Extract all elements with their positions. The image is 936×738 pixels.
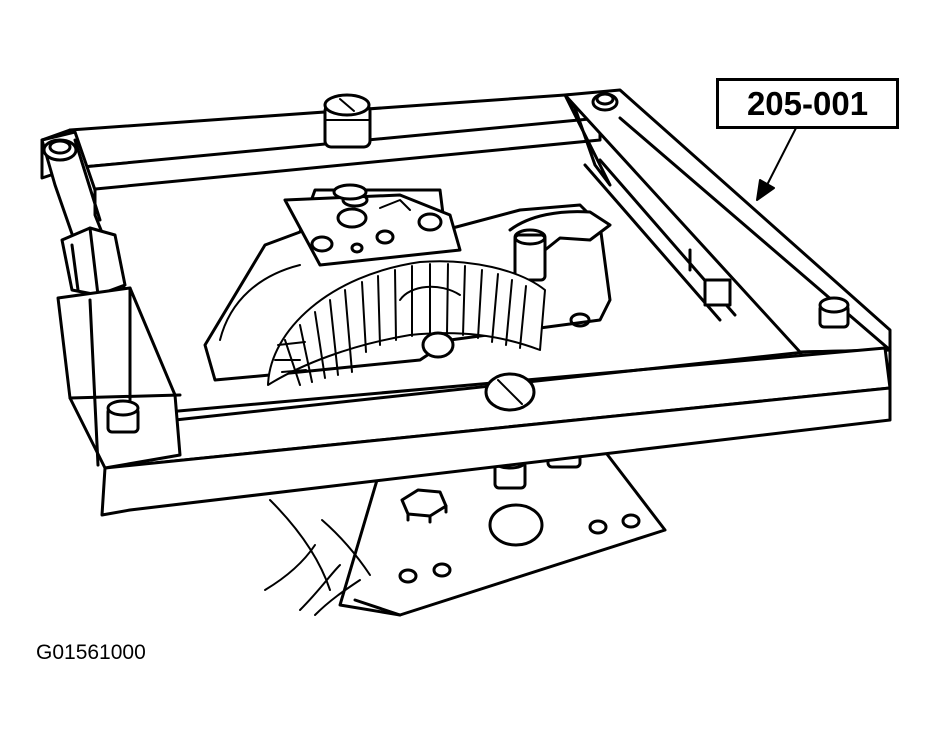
ring-gear — [267, 260, 546, 386]
holding-fixture-frame — [40, 88, 892, 517]
figure-id-label: G01561000 — [36, 641, 146, 664]
tool-number-leader-arrow — [756, 127, 797, 201]
tool-number-callout: 205-001 — [716, 78, 899, 129]
lower-mounting-plate — [264, 443, 667, 617]
differential-housing — [203, 188, 612, 386]
frame-pins — [106, 92, 850, 434]
